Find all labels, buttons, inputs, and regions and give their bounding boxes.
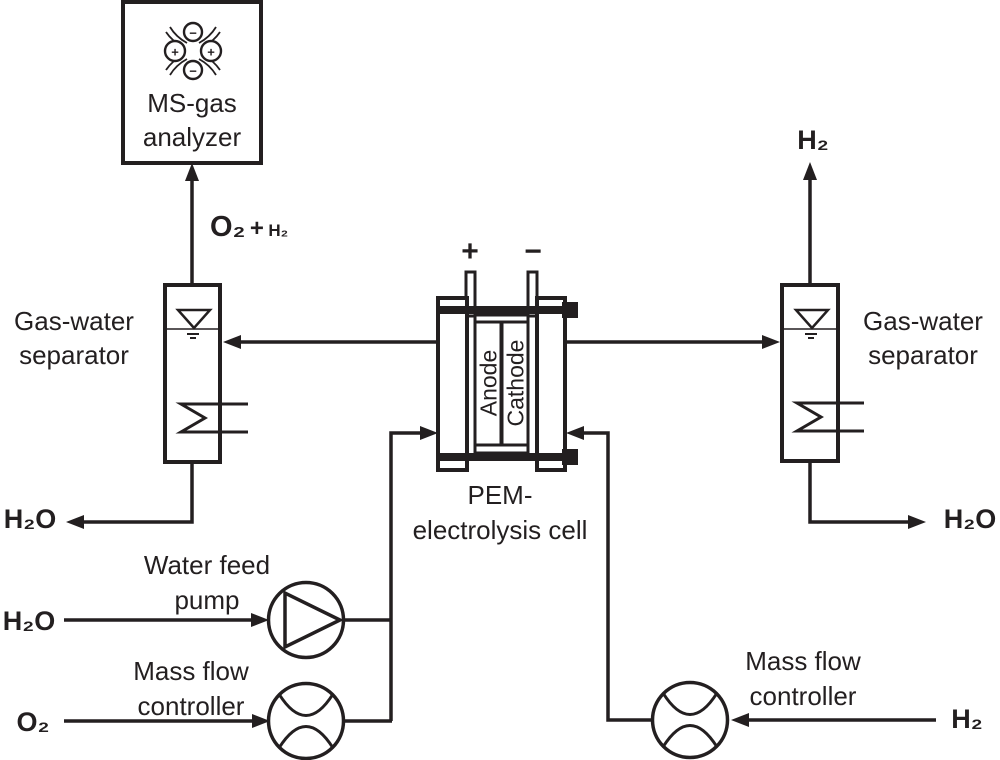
liquid-level-icon (793, 308, 831, 330)
pipe-drain-right (808, 461, 910, 524)
left-separator-caption: Gas-water separator (5, 304, 143, 372)
left-separator-caption-line1: Gas-water (14, 306, 134, 336)
heat-exchanger-icon (175, 402, 248, 434)
quad-sign-minus-bottom: − (189, 64, 197, 79)
quad-rod-left (163, 39, 187, 63)
right-separator-caption-line1: Gas-water (863, 306, 983, 336)
quad-sign-minus-top: − (189, 26, 197, 41)
h2-feed-label: H₂ (951, 704, 983, 734)
mfc-right-caption-line1: Mass flow (745, 646, 861, 676)
arrow-into-mfc-right (731, 713, 749, 727)
quad-rod-bottom (182, 59, 204, 81)
liquid-level-icon (175, 308, 213, 330)
arrow-into-pump (251, 613, 269, 627)
mfc-left-caption-line2: controller (137, 691, 245, 721)
heat-exchanger-icon (791, 401, 864, 433)
arrow-into-left-separator (223, 335, 241, 349)
tie-rod-bottom (436, 453, 563, 461)
cathode-plate (500, 320, 530, 447)
arrow-cathode-inlet (566, 426, 584, 440)
pump-caption-line1: Water feed (143, 550, 271, 580)
right-separator-caption-line2: separator (868, 340, 978, 370)
pipe-cathode-feed (583, 431, 652, 722)
mixed-gas-label: O₂ + H₂ (210, 211, 288, 244)
h2o-drain-right-label: H₂O (943, 504, 997, 534)
quad-rod-right (199, 39, 223, 63)
mass-flow-controller-right-icon (650, 680, 730, 760)
pem-cell (436, 270, 578, 472)
cathode-terminal-rod (526, 270, 539, 318)
mixed-gas-plus: + (249, 215, 264, 242)
h2o-feed-label: H₂O (2, 606, 56, 636)
mfc-left-caption: Mass flow controller (112, 654, 270, 724)
pump-caption: Water feed pump (128, 548, 286, 618)
analyzer-caption-line1: MS-gas (147, 88, 237, 118)
arrow-drain-right (908, 515, 926, 529)
right-separator-caption: Gas-water separator (853, 304, 993, 372)
pipe-drain-left (82, 462, 194, 524)
h2o-drain-left-label: H₂O (3, 504, 57, 534)
right-separator (780, 283, 864, 463)
arrow-h2-up (803, 162, 817, 180)
mass-flow-controller-left-icon (266, 681, 346, 760)
quad-sign-plus-left: + (171, 45, 179, 60)
cell-plus-terminal-label: + (461, 235, 479, 268)
cell-caption-line2: electrolysis cell (412, 515, 588, 545)
water-feed-pump-icon (266, 580, 346, 660)
quadrupole-ms-icon: − − + + (163, 21, 223, 81)
cell-caption: PEM- electrolysis cell (400, 478, 600, 548)
analyzer-caption: MS-gas analyzer (123, 86, 261, 154)
cell-endplate-left (436, 296, 469, 472)
mixed-gas-o2: O₂ (210, 211, 246, 243)
arrow-drain-left (66, 515, 84, 529)
mfc-right-caption-line2: controller (749, 681, 857, 711)
anode-plate (473, 320, 503, 447)
cell-caption-line1: PEM- (467, 480, 533, 510)
left-separator-caption-line2: separator (19, 340, 129, 370)
h2-product-label: H₂ (797, 125, 829, 155)
analyzer-caption-line2: analyzer (142, 122, 242, 152)
o2-feed-label: O₂ (16, 707, 50, 737)
anode-label: Anode (475, 349, 501, 417)
cathode-label: Cathode (502, 339, 528, 427)
arrow-to-analyzer (185, 163, 199, 181)
arrow-anode-inlet (420, 426, 438, 440)
quad-rod-top (182, 21, 204, 43)
arrow-into-right-separator (762, 335, 780, 349)
mixed-gas-h2: H₂ (268, 221, 289, 240)
cell-minus-terminal-label: − (524, 235, 542, 268)
pump-caption-line2: pump (174, 585, 240, 615)
left-separator (163, 283, 248, 464)
quad-sign-plus-right: + (207, 45, 215, 60)
mfc-right-caption: Mass flow controller (724, 644, 882, 714)
tie-rod-nut-top (562, 302, 578, 318)
tie-rod-nut-bottom (562, 449, 578, 465)
arrow-into-mfc-left (252, 714, 270, 728)
cell-endplate-right (535, 296, 567, 472)
pipe-anode-feed-riser (389, 431, 421, 721)
anode-terminal-rod (464, 270, 477, 318)
tie-rod-top (436, 306, 563, 314)
mfc-left-caption-line1: Mass flow (133, 656, 249, 686)
